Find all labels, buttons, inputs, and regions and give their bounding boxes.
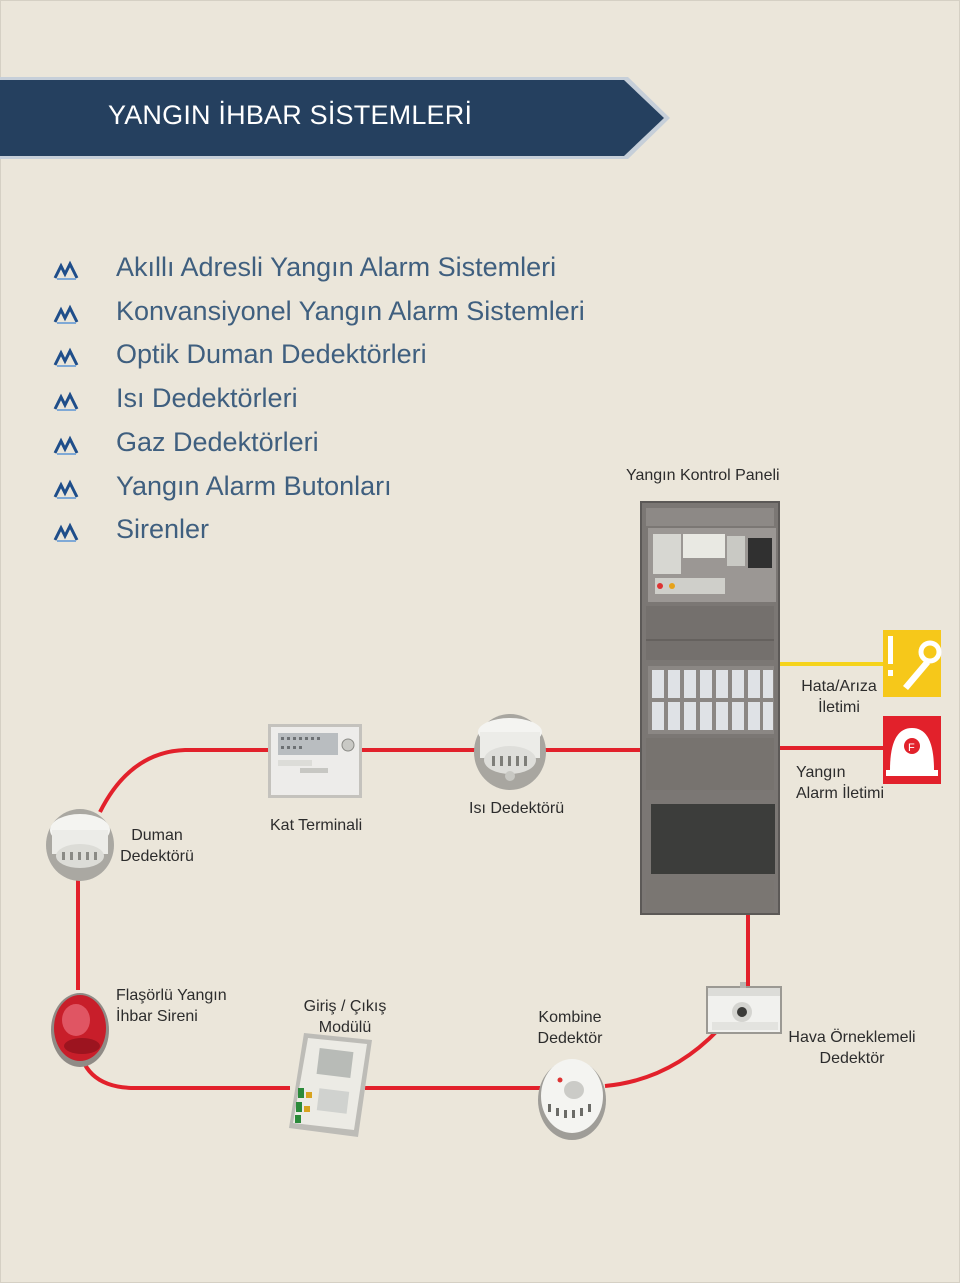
list-item-label: Isı Dedektörleri bbox=[116, 383, 298, 413]
bullet-arrow-icon bbox=[53, 522, 79, 542]
smoke-label-line2: Dedektörü bbox=[120, 848, 194, 865]
siren-label: Flaşörlü Yangın İhbar Sireni bbox=[116, 985, 227, 1027]
smoke-detector-label: Duman Dedektörü bbox=[112, 825, 202, 867]
list-item: Gaz Dedektörleri bbox=[52, 425, 612, 465]
aspirating-label-line1: Hava Örneklemeli bbox=[788, 1029, 916, 1046]
smoke-label-line1: Duman bbox=[131, 827, 183, 844]
aspirating-label-line2: Dedektör bbox=[819, 1050, 885, 1067]
list-item: Yangın Alarm Butonları bbox=[52, 469, 612, 509]
combo-label-line2: Dedektör bbox=[537, 1030, 603, 1047]
svg-text:F: F bbox=[908, 742, 915, 754]
list-item-label: Sirenler bbox=[116, 514, 210, 544]
loop-bottom-line bbox=[76, 1028, 720, 1090]
page-title: YANGIN İHBAR SİSTEMLERİ bbox=[108, 100, 473, 130]
combo-label-line1: Kombine bbox=[538, 1009, 602, 1026]
control-panel-image bbox=[640, 501, 780, 915]
fire-label-line1: Yangın bbox=[796, 764, 846, 781]
bullet-arrow-icon bbox=[53, 435, 79, 455]
list-item: Optik Duman Dedektörleri bbox=[52, 337, 612, 377]
fire-helmet-icon: F bbox=[883, 716, 941, 784]
aspirating-detector-label: Hava Örneklemeli Dedektör bbox=[786, 1027, 918, 1069]
bullet-arrow-icon bbox=[53, 479, 79, 499]
fault-label-line2: İletimi bbox=[818, 699, 860, 716]
fault-transmission-label: Hata/Arıza İletimi bbox=[796, 676, 882, 718]
io-label-line2: Modülü bbox=[318, 1019, 372, 1036]
siren-label-line1: Flaşörlü Yangın bbox=[116, 987, 227, 1004]
list-item-label: Yangın Alarm Butonları bbox=[116, 471, 392, 501]
floor-terminal-image bbox=[268, 724, 362, 798]
fault-label-line1: Hata/Arıza bbox=[801, 678, 877, 695]
combined-detector-label: Kombine Dedektör bbox=[530, 1007, 610, 1049]
title-banner bbox=[0, 77, 670, 159]
banner-shape bbox=[0, 80, 664, 156]
control-panel-label: Yangın Kontrol Paneli bbox=[626, 467, 780, 484]
list-item: Konvansiyonel Yangın Alarm Sistemleri bbox=[52, 294, 612, 334]
list-item-label: Optik Duman Dedektörleri bbox=[116, 339, 427, 369]
floor-terminal-label: Kat Terminali bbox=[270, 817, 363, 834]
combined-detector-image bbox=[538, 1059, 606, 1140]
flashing-siren-image bbox=[51, 993, 109, 1067]
io-module-image bbox=[289, 1033, 372, 1137]
heat-detector-label: Isı Dedektörü bbox=[469, 800, 565, 817]
list-item-label: Akıllı Adresli Yangın Alarm Sistemleri bbox=[116, 252, 557, 282]
list-item: Akıllı Adresli Yangın Alarm Sistemleri bbox=[52, 250, 612, 290]
io-module-label: Giriş / Çıkış Modülü bbox=[298, 996, 392, 1038]
fault-warning-icon bbox=[883, 630, 942, 697]
io-label-line1: Giriş / Çıkış bbox=[303, 998, 387, 1015]
siren-label-line2: İhbar Sireni bbox=[116, 1008, 198, 1025]
bullet-arrow-icon bbox=[53, 347, 79, 367]
list-item: Isı Dedektörleri bbox=[52, 381, 612, 421]
heat-detector-image bbox=[474, 714, 546, 790]
list-item-label: Gaz Dedektörleri bbox=[116, 427, 319, 457]
list-item: Sirenler bbox=[52, 512, 612, 552]
bullet-arrow-icon bbox=[53, 304, 79, 324]
fire-label-line2: Alarm İletimi bbox=[796, 785, 885, 802]
bullet-arrow-icon bbox=[53, 260, 79, 280]
smoke-detector-image bbox=[46, 809, 114, 881]
fire-transmission-label: Yangın Alarm İletimi bbox=[796, 762, 884, 804]
aspirating-detector-image bbox=[706, 982, 782, 1034]
list-item-label: Konvansiyonel Yangın Alarm Sistemleri bbox=[116, 296, 585, 326]
bullet-arrow-icon bbox=[53, 391, 79, 411]
